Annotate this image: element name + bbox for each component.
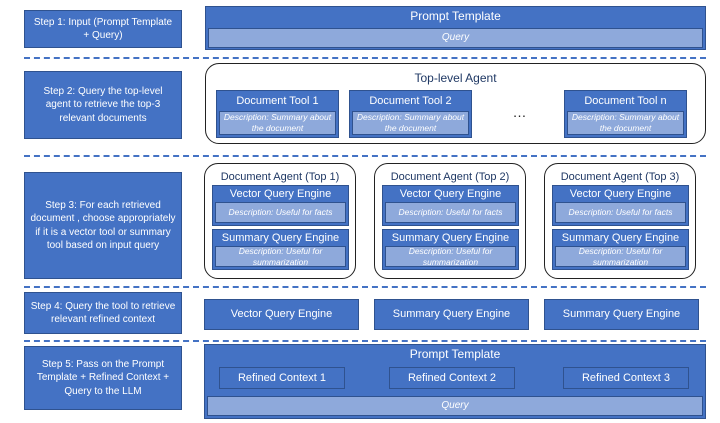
- agent-2-summary-engine-description: Description: Useful for summarization: [385, 246, 516, 267]
- document-agent-1-title: Document Agent (Top 1): [220, 171, 340, 183]
- step-5-query-label: Query: [207, 396, 703, 416]
- document-tool-2: Document Tool 2 Description: Summary abo…: [349, 90, 472, 138]
- agent-1-summary-engine-name: Summary Query Engine: [221, 231, 340, 244]
- step-4-vector-engine: Vector Query Engine: [204, 299, 359, 330]
- step-5-box: Step 5: Pass on the Prompt Template + Re…: [24, 346, 182, 410]
- agent-2-vector-engine-name: Vector Query Engine: [399, 187, 502, 200]
- refined-context-1: Refined Context 1: [219, 367, 345, 389]
- step-3-box: Step 3: For each retrieved document , ch…: [24, 172, 182, 279]
- step-1-prompt-block: Prompt Template Query: [205, 6, 706, 50]
- agent-3-vector-engine-name: Vector Query Engine: [569, 187, 672, 200]
- ellipsis-icon: …: [512, 104, 528, 120]
- agent-2-vector-engine: Vector Query Engine Description: Useful …: [382, 185, 519, 226]
- prompt-template-label: Prompt Template: [206, 7, 705, 27]
- agent-3-summary-engine-description: Description: Useful for summarization: [555, 246, 686, 267]
- refined-context-3: Refined Context 3: [563, 367, 689, 389]
- top-level-agent-title: Top-level Agent: [414, 71, 497, 85]
- agent-2-summary-engine-name: Summary Query Engine: [391, 231, 510, 244]
- step-5-prompt-template-label: Prompt Template: [205, 345, 705, 364]
- refined-context-2: Refined Context 2: [389, 367, 515, 389]
- document-tool-n-name: Document Tool n: [584, 94, 667, 107]
- document-tool-n-description: Description: Summary about the document: [567, 111, 684, 135]
- separator-4: [24, 340, 706, 342]
- document-tool-1: Document Tool 1 Description: Summary abo…: [216, 90, 339, 138]
- document-tool-1-name: Document Tool 1: [236, 94, 319, 107]
- agent-1-summary-engine: Summary Query Engine Description: Useful…: [212, 229, 349, 270]
- separator-2: [24, 155, 706, 157]
- agent-2-summary-engine: Summary Query Engine Description: Useful…: [382, 229, 519, 270]
- document-agent-2-title: Document Agent (Top 2): [390, 171, 510, 183]
- step-4-summary-engine-1: Summary Query Engine: [374, 299, 529, 330]
- step-4-summary-engine-2: Summary Query Engine: [544, 299, 699, 330]
- separator-1: [24, 57, 706, 59]
- agent-1-vector-engine-name: Vector Query Engine: [229, 187, 332, 200]
- document-agent-3-title: Document Agent (Top 3): [560, 171, 680, 183]
- step-5-prompt-block: Prompt Template Refined Context 1 Refine…: [204, 344, 706, 419]
- agent-1-vector-engine: Vector Query Engine Description: Useful …: [212, 185, 349, 226]
- step-4-box: Step 4: Query the tool to retrieve relev…: [24, 292, 182, 334]
- agent-1-vector-engine-description: Description: Useful for facts: [215, 202, 346, 223]
- agent-3-vector-engine-description: Description: Useful for facts: [555, 202, 686, 223]
- separator-3: [24, 286, 706, 288]
- document-tool-1-description: Description: Summary about the document: [219, 111, 336, 135]
- document-tool-n: Document Tool n Description: Summary abo…: [564, 90, 687, 138]
- agent-2-vector-engine-description: Description: Useful for facts: [385, 202, 516, 223]
- step-2-box: Step 2: Query the top-level agent to ret…: [24, 71, 182, 139]
- agent-3-summary-engine-name: Summary Query Engine: [561, 231, 680, 244]
- document-tool-2-description: Description: Summary about the document: [352, 111, 469, 135]
- agent-3-summary-engine: Summary Query Engine Description: Useful…: [552, 229, 689, 270]
- step-1-box: Step 1: Input (Prompt Template + Query): [24, 10, 182, 48]
- document-tool-2-name: Document Tool 2: [369, 94, 452, 107]
- query-label: Query: [208, 28, 703, 48]
- agent-1-summary-engine-description: Description: Useful for summarization: [215, 246, 346, 267]
- agent-3-vector-engine: Vector Query Engine Description: Useful …: [552, 185, 689, 226]
